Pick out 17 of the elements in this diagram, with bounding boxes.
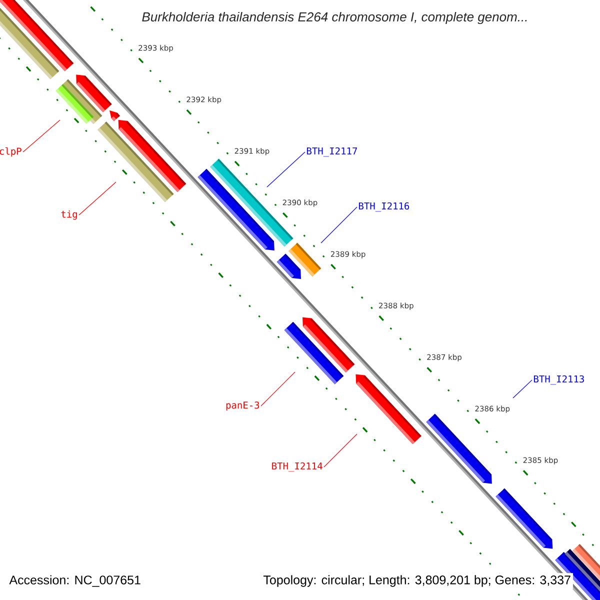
gene-label: BTH_I2113 (534, 375, 584, 385)
leader-line (320, 206, 358, 244)
accession-text: Accession: NC_007651 (9, 575, 140, 587)
gene-label: panE-3 (226, 401, 260, 411)
gene-label: BTH_I2116 (358, 202, 410, 212)
gene-label: BTH_I2114 (272, 462, 322, 472)
leader-line (324, 434, 358, 468)
leader-line (266, 152, 306, 188)
gene-label: tig (61, 210, 77, 220)
leader-line (512, 380, 532, 398)
gene-label: BTH_I2117 (306, 147, 357, 157)
title: Burkholderia thailandensis E264 chromosome I, complete genom... (142, 12, 527, 24)
topology-text: Topology: circular; Length: 3,809,201 bp; Genes: 3,337 (261, 573, 574, 589)
gene-label: clpP (0, 147, 22, 157)
leader-line (78, 182, 116, 216)
leader-line (22, 120, 60, 152)
leader-line (260, 372, 296, 406)
